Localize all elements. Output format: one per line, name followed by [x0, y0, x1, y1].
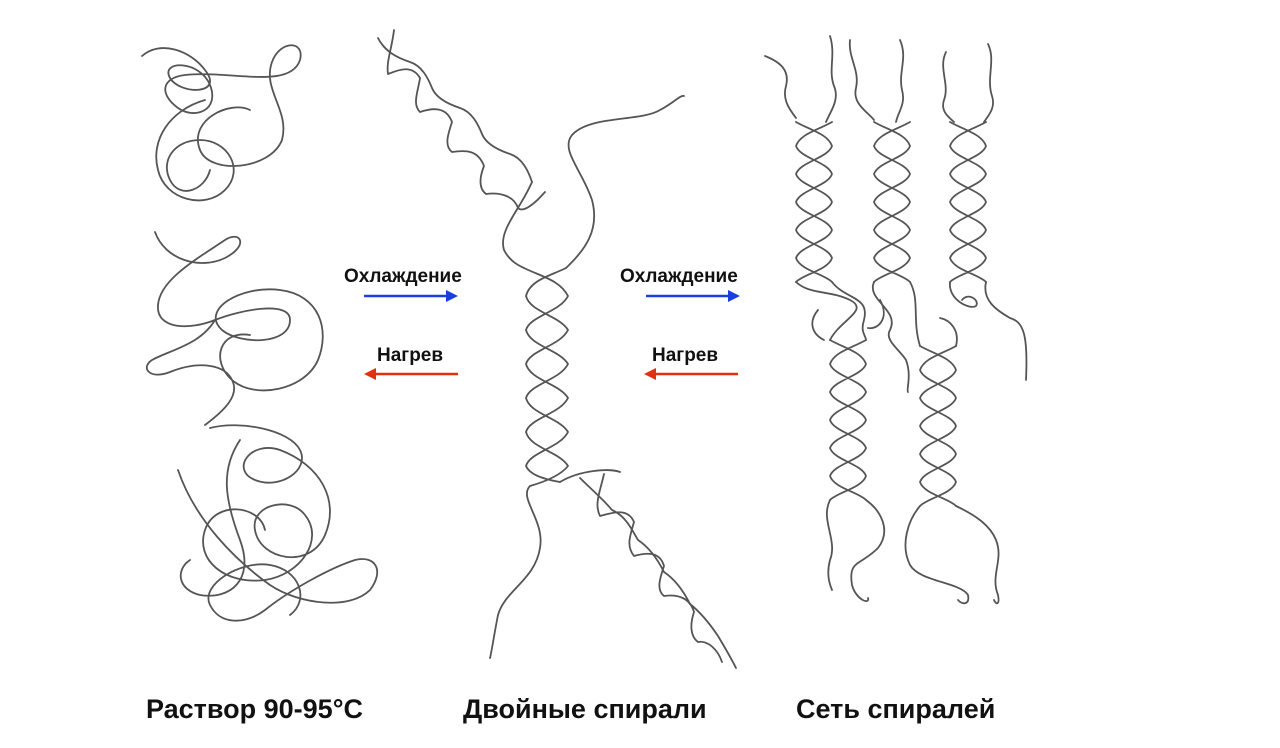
network-helix-4 [829, 339, 867, 501]
random-coil-lower [177, 424, 379, 622]
caption-solution: Раствор 90-95°C [146, 694, 363, 724]
helix-lower-strand-a [579, 477, 737, 669]
arrow-heat-2 [644, 368, 738, 380]
arrow-cool-2 [646, 290, 740, 302]
helix-upper-strand-a [377, 37, 533, 183]
network-helix-1 [795, 121, 833, 283]
random-coil-group [141, 44, 379, 622]
helix-upper-strand-b [386, 29, 546, 211]
arrow-label-heating-2: Нагрев [652, 345, 719, 366]
arrow-label-cooling-1: Охлаждение [344, 266, 462, 287]
arrow-group [364, 290, 740, 380]
arrow-label-heating-1: Нагрев [377, 345, 444, 366]
helix-connector-bottom [489, 469, 621, 659]
helix-center-strand-b [525, 267, 569, 487]
arrow-label-cooling-2: Охлаждение [620, 266, 738, 287]
helix-connector-top [502, 95, 685, 269]
network-helix-2 [873, 121, 911, 283]
caption-helix-network: Сеть спиралей [796, 694, 996, 724]
arrow-cool-1 [364, 290, 458, 302]
double-helix-group [377, 29, 737, 669]
caption-double-helices: Двойные спирали [463, 694, 707, 724]
network-helix-5 [919, 345, 957, 507]
random-coil-upper [141, 44, 302, 202]
network-junctions [795, 281, 1028, 393]
arrow-heat-1 [364, 368, 458, 380]
random-coil-middle [146, 231, 324, 426]
network-top-tails [764, 35, 994, 123]
helix-network-group [764, 35, 1028, 605]
network-bottom-tails [825, 499, 1000, 605]
network-helix-3 [949, 121, 987, 283]
helix-lower-strand-b [596, 473, 723, 663]
